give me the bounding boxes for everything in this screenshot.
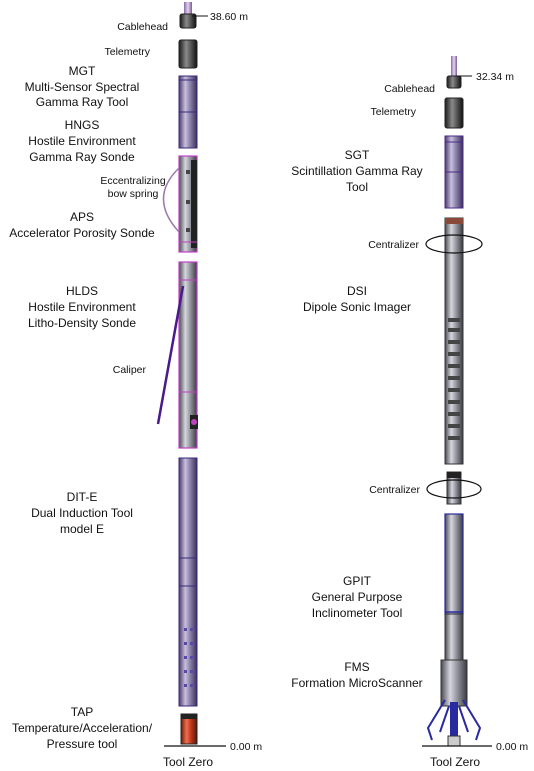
left-caliper-arm (156, 285, 185, 425)
svg-text:Scintillation Gamma Ray: Scintillation Gamma Ray (291, 164, 422, 178)
svg-text:bow spring: bow spring (108, 188, 159, 200)
svg-text:Tool: Tool (346, 180, 368, 194)
left-label-mgt: MGT Multi-Sensor Spectral Gamma Ray Tool (25, 64, 140, 109)
right-fms (444, 613, 464, 661)
svg-text:HLDS: HLDS (66, 284, 98, 298)
svg-text:Formation MicroScanner: Formation MicroScanner (291, 676, 422, 690)
svg-text:APS: APS (70, 210, 94, 224)
svg-text:HNGS: HNGS (65, 118, 100, 132)
left-labels: 38.60 m 0.00 m Tool Zero Cablehead Telem… (9, 11, 262, 769)
svg-text:Hostile Environment: Hostile Environment (28, 300, 136, 314)
left-label-telemetry: Telemetry (104, 46, 150, 58)
right-label-fms: FMS Formation MicroScanner (291, 660, 422, 690)
svg-text:General Purpose: General Purpose (312, 590, 403, 604)
right-label-cablehead: Cablehead (384, 83, 435, 95)
left-bottom-depth: 0.00 m (230, 741, 262, 753)
left-hlds (178, 261, 198, 449)
right-labels: 32.34 m 0.00 m Tool Zero Cablehead Telem… (291, 71, 528, 769)
left-dit-coils (184, 628, 193, 687)
svg-text:Accelerator Porosity Sonde: Accelerator Porosity Sonde (9, 226, 155, 240)
svg-text:Dual Induction Tool: Dual Induction Tool (31, 506, 133, 520)
right-gpit (444, 513, 464, 615)
left-label-cablehead: Cablehead (117, 21, 168, 33)
left-bow-spring (162, 167, 180, 233)
right-fms-pads (426, 699, 482, 741)
left-dit-e (178, 457, 198, 707)
left-cablehead (179, 13, 197, 29)
svg-text:Gamma Ray Tool: Gamma Ray Tool (36, 95, 128, 109)
right-label-telemetry: Telemetry (370, 106, 416, 118)
right-label-gpit: GPIT General Purpose Inclinometer Tool (312, 574, 403, 620)
left-label-aps: APS Accelerator Porosity Sonde (9, 210, 155, 240)
left-label-hngs: HNGS Hostile Environment Gamma Ray Sonde (28, 118, 136, 164)
right-tool-zero: Tool Zero (430, 755, 480, 769)
svg-text:Pressure tool: Pressure tool (47, 737, 118, 751)
svg-text:Eccentralizing: Eccentralizing (100, 175, 166, 187)
svg-text:Dipole Sonic Imager: Dipole Sonic Imager (303, 300, 411, 314)
svg-text:Inclinometer Tool: Inclinometer Tool (312, 606, 403, 620)
right-cable (451, 56, 457, 76)
left-tool-string (156, 2, 226, 747)
left-label-hlds: HLDS Hostile Environment Litho-Density S… (28, 284, 136, 330)
svg-text:DSI: DSI (347, 284, 367, 298)
right-label-centralizer-lower: Centralizer (369, 484, 420, 496)
right-telemetry (444, 97, 464, 129)
left-label-tap: TAP Temperature/Acceleration/ Pressure t… (12, 705, 153, 751)
svg-text:MGT: MGT (69, 64, 96, 78)
left-tool-zero: Tool Zero (163, 755, 213, 769)
svg-text:FMS: FMS (344, 660, 369, 674)
right-tool-string (422, 56, 492, 747)
svg-text:Litho-Density Sonde: Litho-Density Sonde (28, 316, 136, 330)
right-label-sgt: SGT Scintillation Gamma Ray Tool (291, 148, 422, 194)
right-label-centralizer-upper: Centralizer (368, 239, 419, 251)
svg-text:model E: model E (60, 522, 104, 536)
right-fms-sonde (440, 659, 468, 707)
svg-text:Hostile Environment: Hostile Environment (28, 134, 136, 148)
right-bottom-depth: 0.00 m (496, 741, 528, 753)
right-label-dsi: DSI Dipole Sonic Imager (303, 284, 411, 314)
left-top-depth: 38.60 m (210, 11, 248, 23)
right-top-depth: 32.34 m (476, 71, 514, 83)
svg-text:SGT: SGT (345, 148, 370, 162)
svg-text:Temperature/Acceleration/: Temperature/Acceleration/ (12, 721, 153, 735)
svg-text:GPIT: GPIT (343, 574, 372, 588)
right-dsi-receivers (448, 318, 460, 440)
svg-text:Gamma Ray Sonde: Gamma Ray Sonde (29, 150, 135, 164)
left-label-dit-e: DIT-E Dual Induction Tool model E (31, 490, 133, 536)
left-label-caliper: Caliper (113, 364, 147, 376)
right-centralizer-upper (425, 234, 483, 254)
svg-text:DIT-E: DIT-E (67, 490, 98, 504)
right-cablehead (446, 75, 462, 89)
svg-text:TAP: TAP (71, 705, 93, 719)
left-label-bow-spring: Eccentralizing bow spring (100, 175, 166, 200)
left-cable (184, 2, 192, 14)
left-telemetry (178, 39, 198, 69)
svg-text:Multi-Sensor Spectral: Multi-Sensor Spectral (25, 80, 140, 94)
right-centralizer-lower (426, 479, 482, 499)
